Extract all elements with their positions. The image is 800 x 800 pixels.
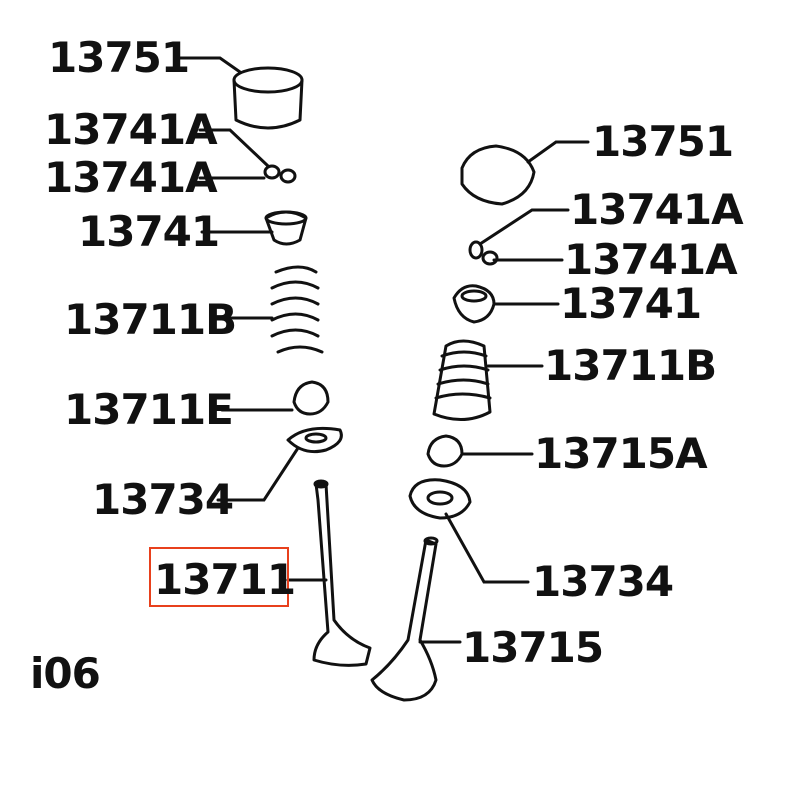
right-retainer-part — [460, 144, 536, 206]
left-spring-part — [270, 265, 324, 354]
right-keeper-part — [468, 240, 499, 266]
corner-code: i06 — [30, 649, 100, 698]
label-right-retainer: 13751 — [592, 117, 733, 166]
right-spring-part — [432, 339, 492, 421]
label-right-spring: 13711B — [544, 341, 716, 390]
left-seat-part — [264, 210, 308, 246]
leader-left-retainer — [174, 56, 242, 74]
leader-left-keeper-1 — [198, 128, 270, 168]
label-left-spring: 13711B — [64, 295, 236, 344]
label-right-keeper-2: 13741A — [564, 235, 738, 284]
leader-right-washer — [444, 512, 530, 584]
leader-right-keeper-1 — [478, 208, 570, 246]
left-keeper-part — [263, 164, 297, 184]
leader-left-washer — [216, 446, 300, 502]
right-washer-part — [408, 478, 472, 520]
left-washer-part — [286, 426, 343, 454]
left-seal-part — [292, 380, 330, 416]
right-seal-part — [426, 434, 464, 468]
label-left-keeper-2: 13741A — [44, 153, 218, 202]
left-retainer-part — [232, 66, 304, 130]
label-left-washer: 13734 — [92, 475, 233, 524]
label-right-seal: 13715A — [534, 429, 708, 478]
part-labels: 13751 13741A 13741A 13741 13711B 13711E … — [30, 33, 745, 698]
label-right-valve: 13715 — [462, 623, 603, 672]
label-left-keeper-1: 13741A — [44, 105, 218, 154]
label-right-keeper-1: 13741A — [570, 185, 744, 234]
label-left-seal: 13711E — [64, 385, 233, 434]
right-seat-part — [452, 284, 496, 324]
label-left-valve: 13711 — [154, 555, 295, 604]
leader-lines — [174, 56, 590, 644]
leader-right-retainer — [526, 140, 590, 164]
label-left-retainer: 13751 — [48, 33, 189, 82]
label-right-seat: 13741 — [560, 279, 701, 328]
label-left-seat: 13741 — [78, 207, 219, 256]
right-valve-part — [370, 536, 439, 702]
left-valve-part — [312, 479, 372, 667]
highlight-box — [149, 547, 289, 607]
label-right-washer: 13734 — [532, 557, 673, 606]
